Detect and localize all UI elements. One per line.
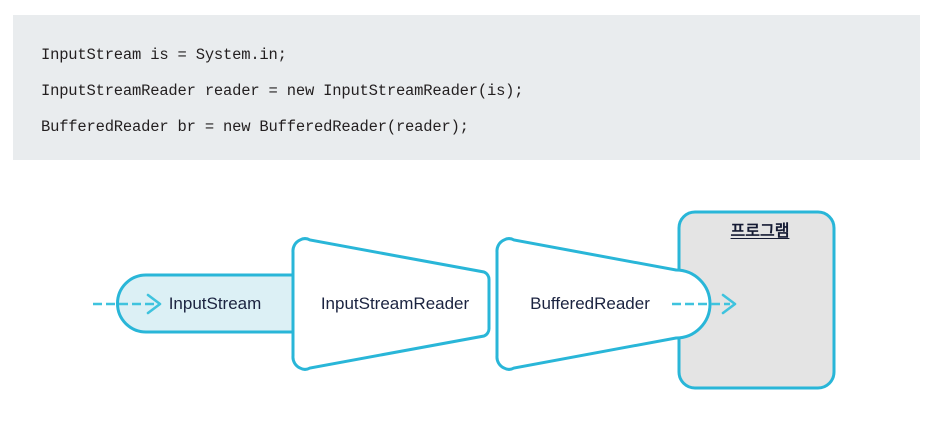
node-label-bufferedreader: BufferedReader — [530, 294, 650, 313]
code-block: InputStream is = System.in; InputStreamR… — [13, 15, 920, 160]
inputstream-box — [116, 273, 297, 334]
code-line-3: BufferedReader br = new BufferedReader(r… — [41, 118, 469, 136]
diagram-canvas — [93, 210, 836, 390]
input-arrow-head — [146, 293, 162, 315]
code-line-1: InputStream is = System.in; — [41, 46, 287, 64]
node-label-program: 프로그램 — [730, 223, 790, 240]
stream-chaining-diagram: InputStream InputStreamReader BufferedRe… — [0, 170, 940, 422]
code-line-2: InputStreamReader reader = new InputStre… — [41, 82, 524, 100]
output-arrow-head — [721, 293, 737, 315]
node-label-inputstream: InputStream — [168, 294, 262, 313]
bufferedreader-shape — [495, 237, 712, 371]
node-label-inputstreamreader: InputStreamReader — [320, 294, 470, 313]
inputstreamreader-shape — [291, 237, 491, 371]
